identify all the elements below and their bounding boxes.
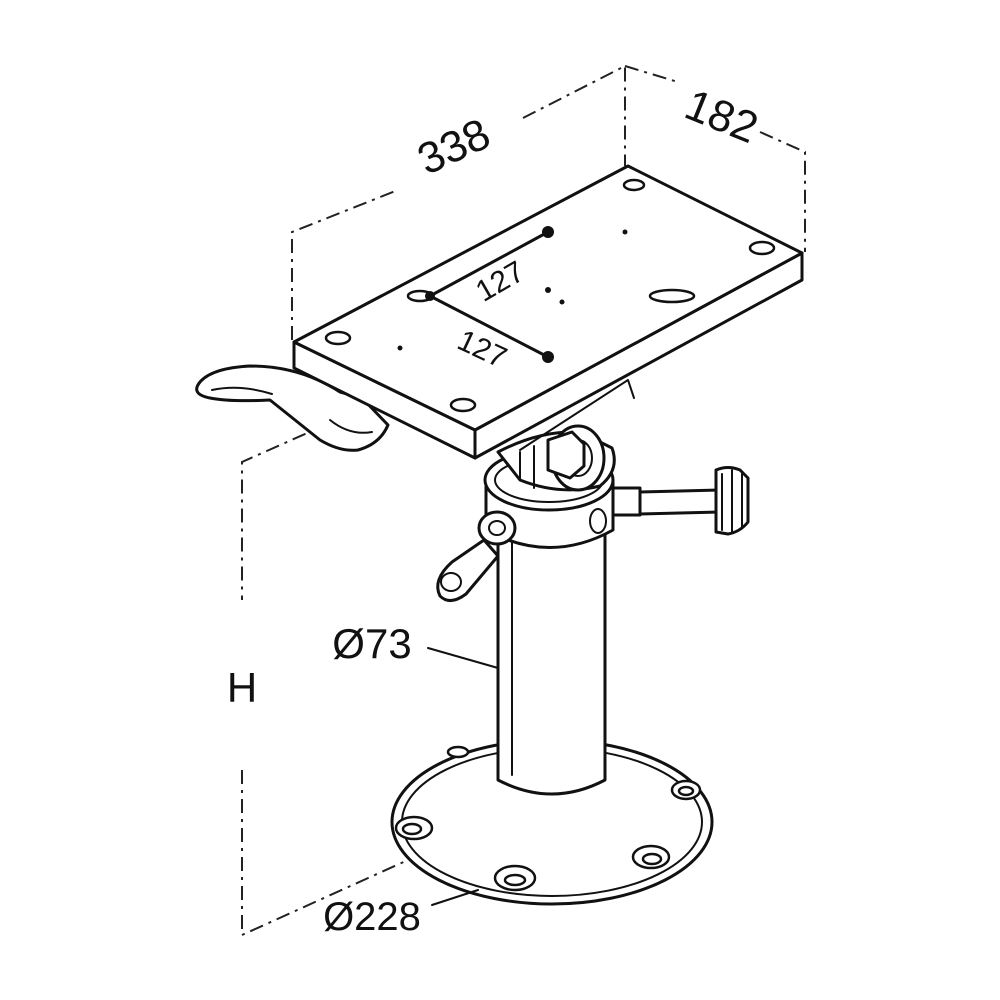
base-plate <box>390 738 714 906</box>
base-mounting-holes <box>394 745 702 892</box>
column-diameter-label: Ø73 <box>332 620 411 667</box>
side-adjustment-knob <box>611 466 750 536</box>
column-tube <box>496 518 607 796</box>
dimension-lines <box>241 64 806 937</box>
swivel-mechanism <box>496 424 616 492</box>
bolt-pattern-lines <box>428 230 550 359</box>
locking-lever <box>436 510 517 602</box>
base-diameter-label: Ø228 <box>323 895 421 939</box>
plate-holes <box>324 178 776 413</box>
leader-lines <box>427 647 499 906</box>
slide-release-handle <box>195 364 390 452</box>
top-width-label: 182 <box>678 80 764 153</box>
mounting-plate <box>292 164 804 460</box>
height-label: H <box>227 664 257 711</box>
top-length-label: 338 <box>410 109 497 184</box>
